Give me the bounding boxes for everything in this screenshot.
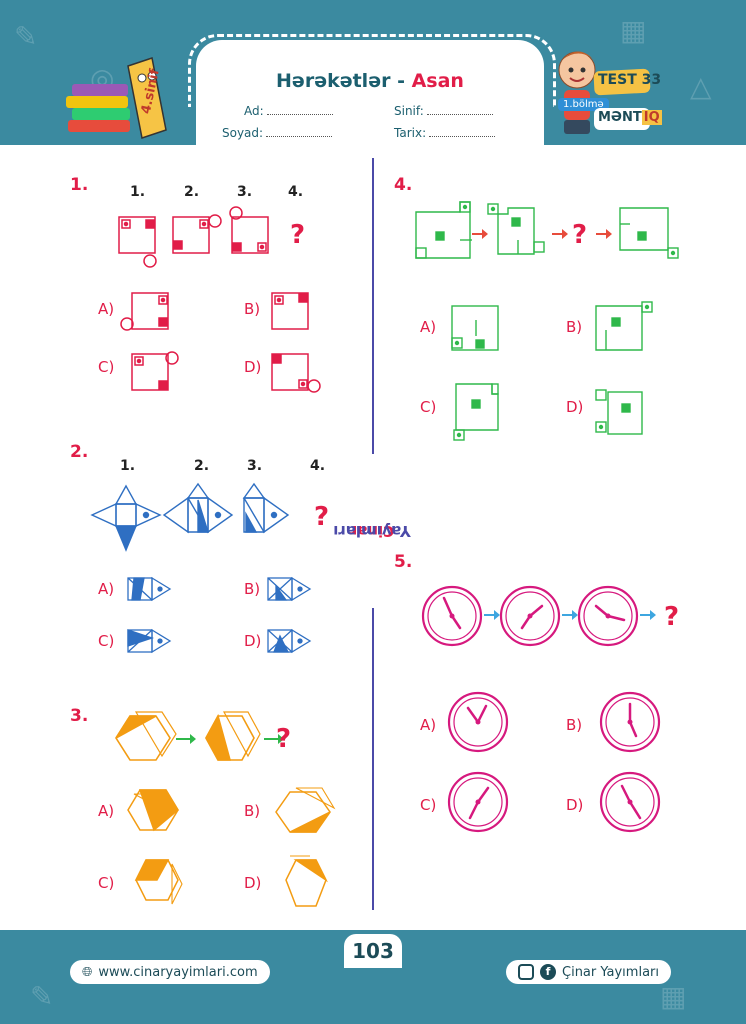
title-separator: -	[397, 70, 405, 92]
question-2-number: 2.	[70, 442, 89, 462]
test-number: TEST 33	[598, 72, 662, 88]
class-field[interactable]: Sinif:	[394, 104, 493, 118]
website-link[interactable]: 🌐︎ www.cinaryayimlari.com	[70, 960, 270, 984]
q5-sequence-figure	[421, 585, 656, 647]
question-1-number: 1.	[70, 175, 89, 195]
page-number: 103	[344, 934, 402, 968]
q2-option-b-label[interactable]: B)	[244, 580, 261, 598]
q2-option-d-label[interactable]: D)	[244, 632, 262, 650]
q1-sequence-figure	[118, 206, 269, 268]
q3-option-c-label[interactable]: C)	[98, 874, 115, 892]
calc-deco-icon: ▦	[620, 14, 647, 47]
q5-option-a-label[interactable]: A)	[420, 716, 437, 734]
q5-option-d-label[interactable]: D)	[566, 796, 584, 814]
date-label: Tarix:	[394, 126, 427, 140]
date-blank[interactable]	[429, 126, 496, 137]
title-topic: Hərəkətlər	[276, 70, 391, 92]
title-level: Asan	[411, 70, 464, 92]
q2-option-a-label[interactable]: A)	[98, 580, 115, 598]
q5-option-b-label[interactable]: B)	[566, 716, 583, 734]
q4-question-mark: ?	[572, 220, 588, 250]
facebook-icon: f	[540, 964, 556, 980]
header-dashed-border	[188, 34, 556, 107]
apple-deco-icon: ✎	[30, 980, 54, 1013]
q2-seq-3: 3.	[247, 458, 263, 474]
q3-option-b-label[interactable]: B)	[244, 802, 261, 820]
name-label: Ad:	[244, 104, 264, 118]
surname-blank[interactable]	[266, 126, 333, 137]
section-badge: 1.bölmə	[558, 98, 609, 111]
subject-suffix: IQ	[641, 110, 662, 125]
q1-seq-2: 2.	[184, 184, 200, 200]
class-label: Sinif:	[394, 104, 424, 118]
q4-option-b-label[interactable]: B)	[566, 318, 583, 336]
q4-option-a-label[interactable]: A)	[420, 318, 437, 336]
q3-question-mark: ?	[276, 724, 292, 754]
q4-options-figure[interactable]	[446, 300, 666, 445]
column-divider-bottom	[372, 608, 374, 910]
q3-option-d-label[interactable]: D)	[244, 874, 262, 892]
subject-prefix: MƏNT	[598, 110, 642, 125]
q2-seq-2: 2.	[194, 458, 210, 474]
q1-option-c-label[interactable]: C)	[98, 358, 115, 376]
q1-option-d-label[interactable]: D)	[244, 358, 262, 376]
q5-option-c-label[interactable]: C)	[420, 796, 437, 814]
q4-option-d-label[interactable]: D)	[566, 398, 584, 416]
social-text: Çinar Yayımları	[562, 964, 659, 980]
page-title: Hərəkətlər - Asan	[196, 70, 544, 92]
social-link[interactable]: f Çinar Yayımları	[506, 960, 671, 984]
book-deco-icon: ▦	[660, 980, 687, 1013]
brand-vertical: Çinar Yayımları	[333, 456, 411, 606]
website-text: www.cinaryayimlari.com	[98, 964, 258, 980]
q3-option-a-label[interactable]: A)	[98, 802, 115, 820]
subject-badge	[594, 108, 650, 130]
q4-option-c-label[interactable]: C)	[420, 398, 437, 416]
ruler-deco-icon: △	[690, 70, 712, 103]
q1-option-b-label[interactable]: B)	[244, 300, 261, 318]
q2-options-figure[interactable]	[126, 576, 316, 656]
books-pencil-icon	[66, 57, 167, 139]
surname-field[interactable]: Soyad:	[222, 126, 333, 140]
date-field[interactable]: Tarix:	[394, 126, 496, 140]
q5-question-mark: ?	[664, 602, 680, 632]
question-3-number: 3.	[70, 706, 89, 726]
name-blank[interactable]	[266, 104, 333, 115]
q2-question-mark: ?	[314, 502, 330, 532]
star-deco-icon: ✎	[14, 20, 38, 53]
q3-sequence-figure	[115, 711, 284, 761]
question-4-number: 4.	[394, 175, 413, 195]
class-blank[interactable]	[426, 104, 493, 115]
name-field[interactable]: Ad:	[244, 104, 333, 118]
globe-icon: 🌐︎	[82, 964, 93, 980]
q2-option-c-label[interactable]: C)	[98, 632, 115, 650]
q5-options-figure[interactable]	[446, 690, 666, 835]
q1-option-a-label[interactable]: A)	[98, 300, 115, 318]
column-divider-top	[372, 158, 374, 454]
q1-seq-1: 1.	[130, 184, 146, 200]
surname-label: Soyad:	[222, 126, 264, 140]
brand-part2: Yayımları	[333, 522, 411, 540]
q1-seq-4: 4.	[288, 184, 304, 200]
q4-sequence-figure	[415, 201, 679, 259]
q2-sequence-figure	[90, 482, 290, 552]
q2-seq-4: 4.	[310, 458, 326, 474]
q2-seq-1: 1.	[120, 458, 136, 474]
q1-seq-3: 3.	[237, 184, 253, 200]
q1-options-figure[interactable]	[120, 288, 330, 398]
q1-question-mark: ?	[290, 220, 306, 250]
q3-options-figure[interactable]	[120, 784, 340, 924]
question-5-number: 5.	[394, 552, 413, 572]
header-card	[196, 40, 544, 152]
instagram-icon	[518, 964, 534, 980]
